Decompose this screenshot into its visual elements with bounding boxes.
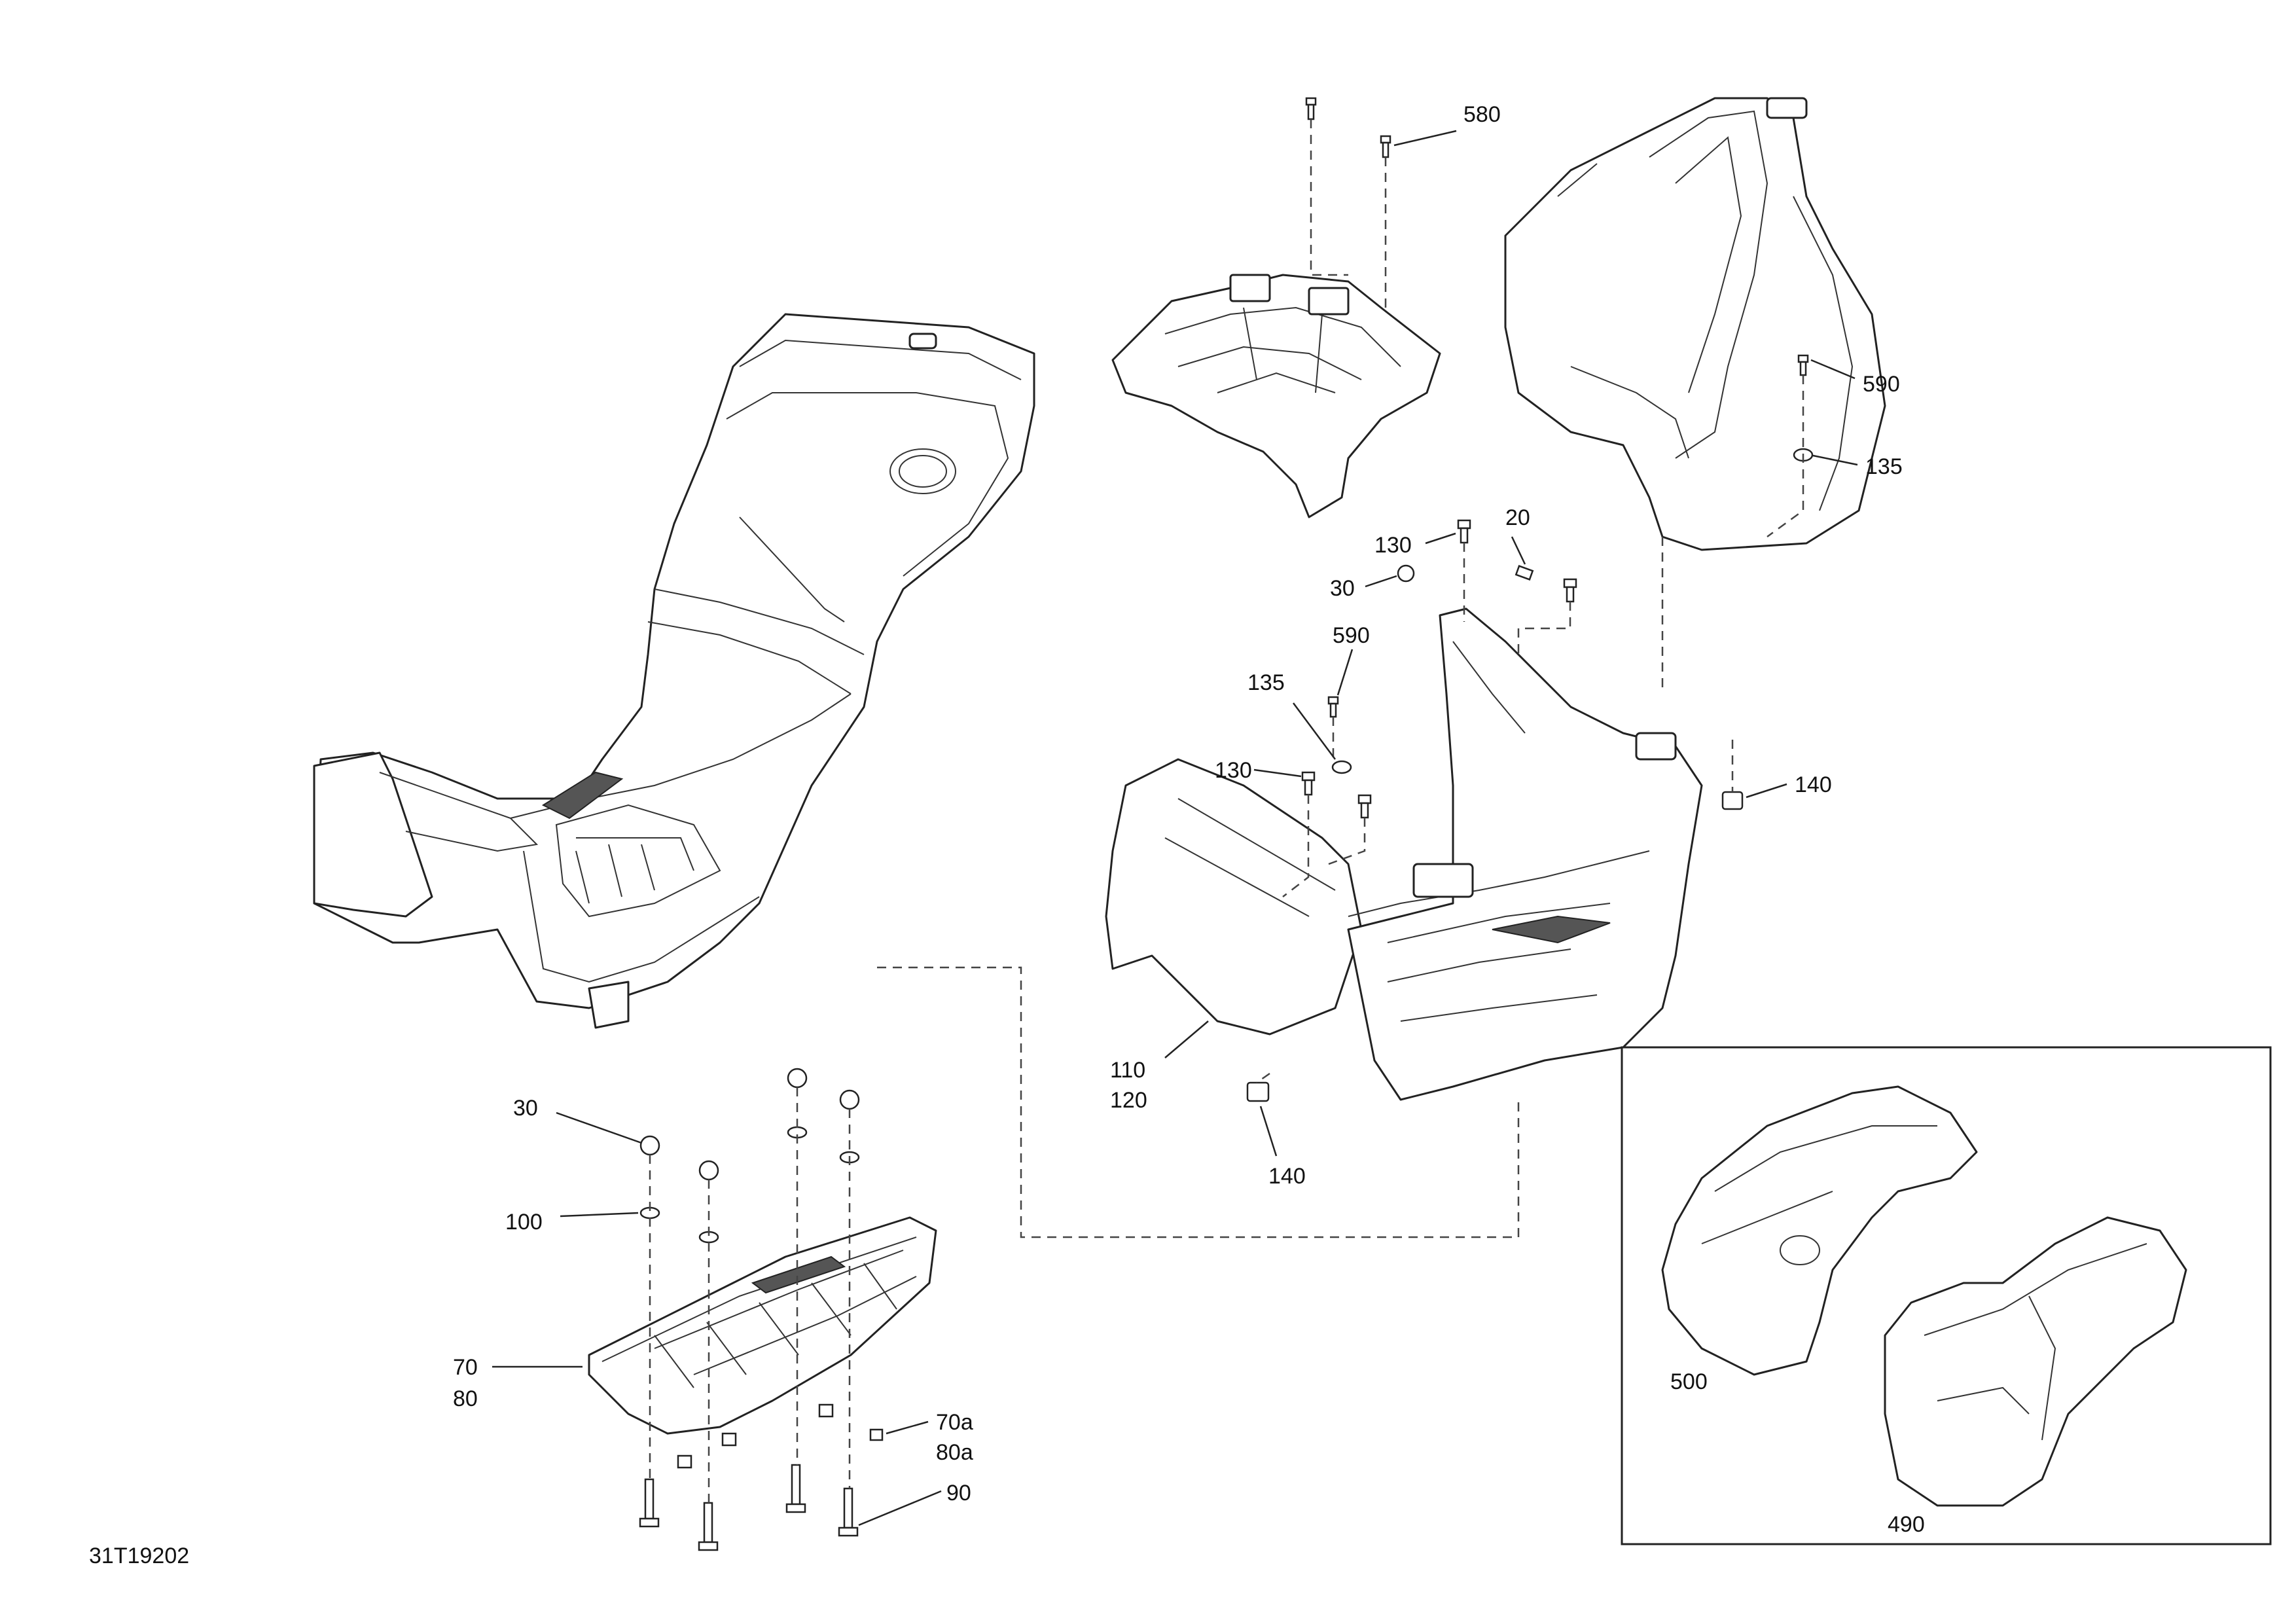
bolt-icon (1357, 794, 1372, 819)
callout-30: 30 (1330, 576, 1355, 601)
callout-120: 120 (1110, 1088, 1147, 1113)
callout-20: 20 (1505, 505, 1530, 530)
clip-icon (1246, 1081, 1270, 1102)
bolt-icon (1380, 135, 1391, 158)
callout-140: 140 (1795, 772, 1832, 797)
cage-nut-icon (721, 1432, 737, 1447)
callout-70a: 70a (936, 1410, 973, 1435)
storage-tray-part (1111, 274, 1441, 518)
callout-500: 500 (1670, 1369, 1708, 1394)
nut-icon (639, 1135, 660, 1156)
bolt-icon (785, 1464, 806, 1513)
callout-590: 590 (1333, 623, 1370, 648)
diagram-id-code: 31T19202 (89, 1543, 189, 1568)
hardware (639, 97, 1814, 1551)
assembly-lines (649, 119, 1804, 1503)
bolt-icon (838, 1487, 859, 1537)
callout-110: 110 (1110, 1058, 1145, 1083)
clip-icon (1721, 791, 1744, 810)
callout-590: 590 (1863, 372, 1900, 397)
callout-80: 80 (453, 1386, 478, 1411)
bolt-icon (1515, 565, 1534, 581)
callout-580: 580 (1463, 102, 1501, 127)
footwell-part (1105, 607, 1703, 1101)
callout-130: 130 (1374, 533, 1412, 558)
cage-nut-icon (869, 1428, 884, 1441)
bolt-icon (1563, 578, 1577, 603)
cage-nut-icon (818, 1403, 834, 1418)
upper-right-fender-part (1504, 97, 1886, 551)
callout-130: 130 (1215, 758, 1252, 783)
callout-80a: 80a (936, 1440, 973, 1465)
nut-icon (698, 1160, 719, 1181)
bolt-icon (1457, 519, 1471, 544)
bolt-icon (1305, 97, 1317, 120)
nut-icon (839, 1089, 860, 1110)
washer-icon (1331, 760, 1352, 774)
inset-panel (1621, 1046, 2272, 1545)
callout-135: 135 (1247, 670, 1285, 695)
callout-70: 70 (453, 1355, 478, 1380)
skid-plate-part (588, 1216, 937, 1435)
nut-icon (787, 1068, 808, 1089)
leader-lines (492, 130, 1858, 1526)
left-fender-assembly (313, 313, 1035, 1029)
nut-icon (1397, 564, 1415, 583)
callout-490: 490 (1888, 1512, 1925, 1537)
callout-140: 140 (1268, 1164, 1306, 1189)
bolt-icon (698, 1502, 719, 1551)
callout-30: 30 (513, 1096, 538, 1121)
bolt-icon (1301, 771, 1316, 796)
bolt-icon (639, 1478, 660, 1528)
bolt-icon (1797, 354, 1809, 376)
callout-100: 100 (505, 1210, 543, 1235)
callout-labels: 580 590 135 130 20 30 590 135 130 140 11… (89, 102, 1925, 1568)
callout-135: 135 (1865, 454, 1903, 479)
bolt-icon (1327, 696, 1339, 718)
cage-nut-icon (677, 1454, 692, 1469)
callout-90: 90 (946, 1481, 971, 1506)
